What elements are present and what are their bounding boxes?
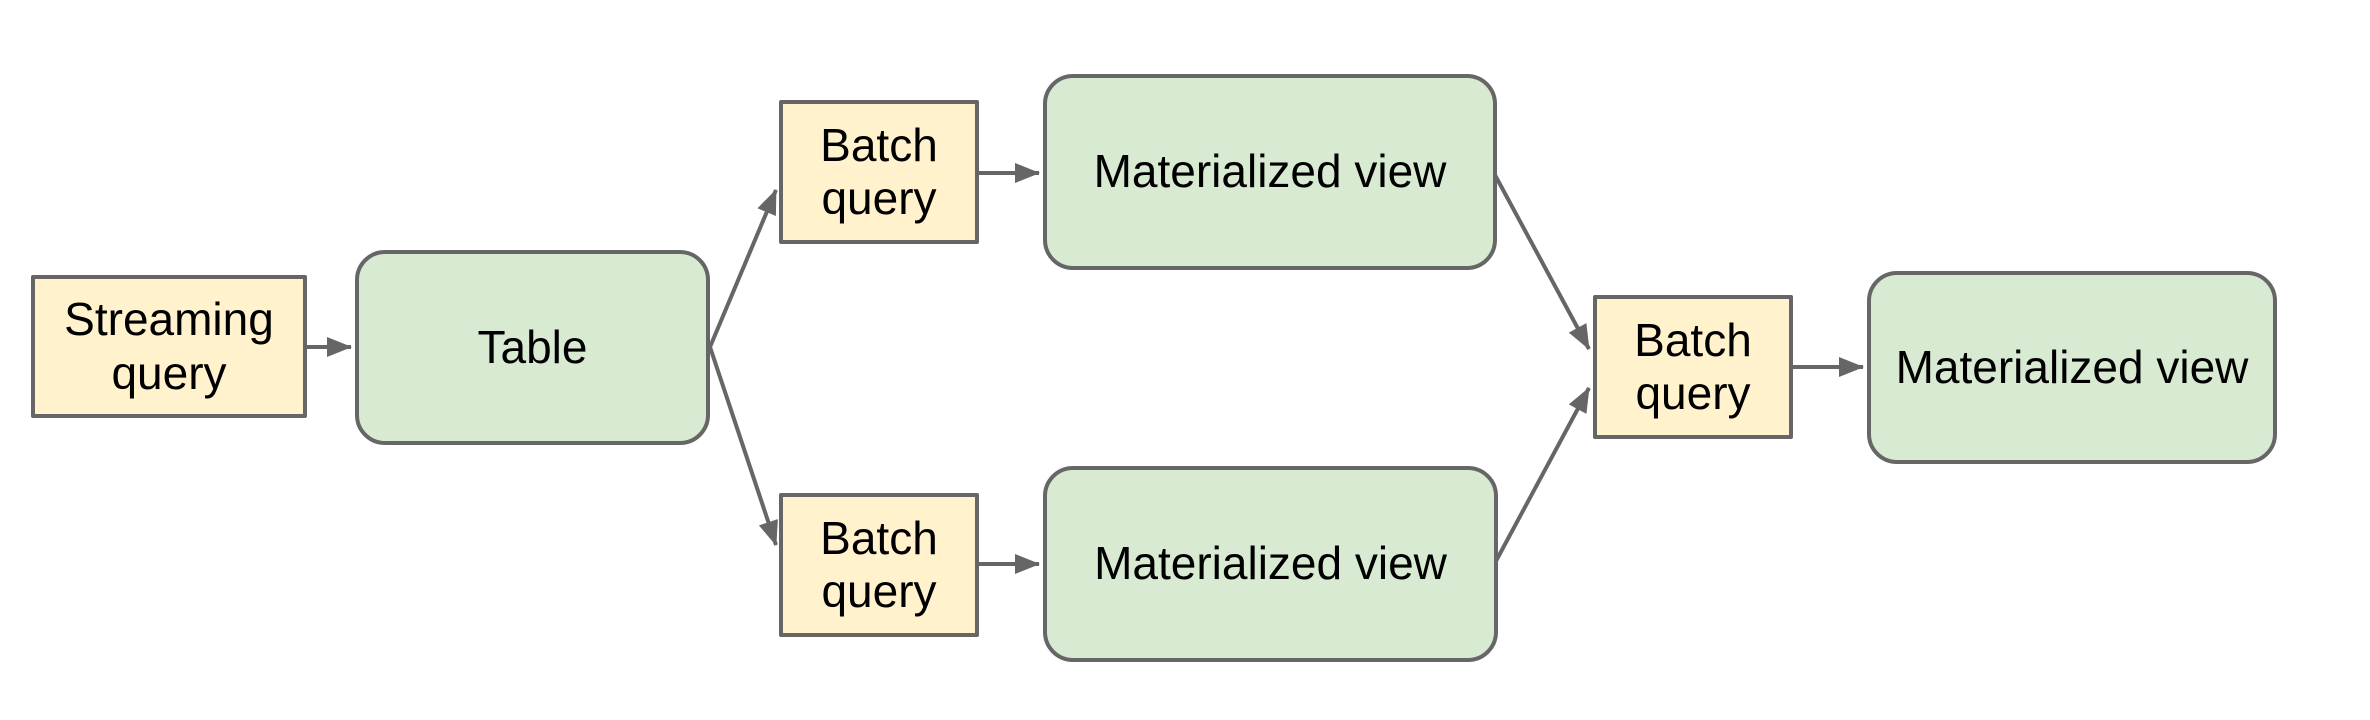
arrow-table-to-batch-query-top <box>708 189 778 348</box>
node-label: Materialized view <box>1094 537 1447 590</box>
node-materialized-view-final: Materialized view <box>1867 271 2277 464</box>
node-table: Table <box>355 250 710 445</box>
node-materialized-view-bottom: Materialized view <box>1043 466 1498 662</box>
node-label: Batch query <box>820 511 938 617</box>
node-label: Batch query <box>1634 313 1752 419</box>
node-batch-query-top: Batch query <box>779 100 979 244</box>
arrow-materialized-view-bottom-to-batch-query-merge <box>1494 387 1591 562</box>
arrow-materialized-view-top-to-batch-query-merge <box>1493 174 1591 350</box>
node-materialized-view-top: Materialized view <box>1043 74 1497 270</box>
node-batch-query-merge: Batch query <box>1593 295 1793 439</box>
node-label: Table <box>477 320 588 373</box>
node-label: Materialized view <box>1895 340 2249 393</box>
arrow-table-to-batch-query-bottom <box>708 346 778 546</box>
node-label: Batch query <box>820 118 938 224</box>
node-label: Streaming query <box>64 293 274 399</box>
node-streaming-query: Streaming query <box>31 275 307 418</box>
node-batch-query-bottom: Batch query <box>779 493 979 637</box>
node-label: Materialized view <box>1093 145 1447 198</box>
